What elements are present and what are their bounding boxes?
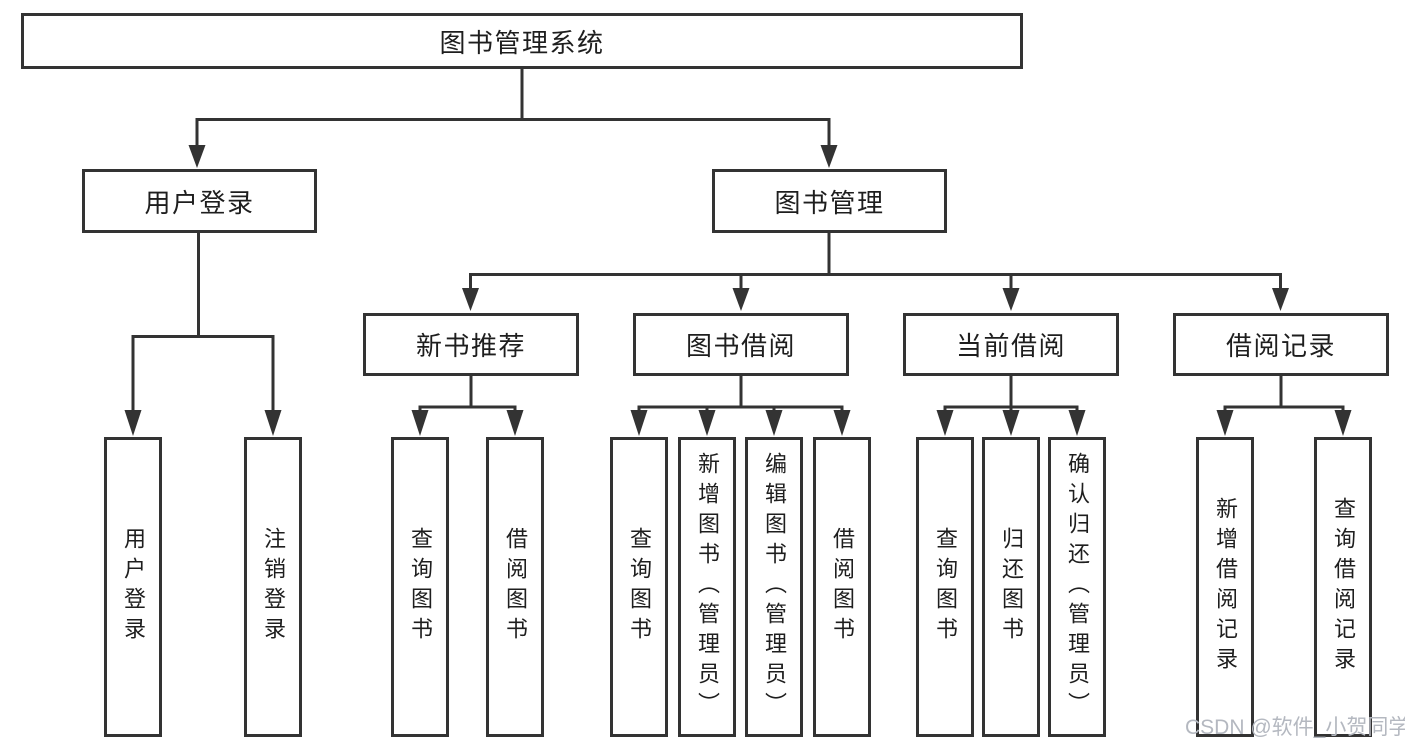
arrow-down-icon: [411, 410, 429, 436]
arrow-down-icon: [765, 410, 783, 436]
node-bb-query-book: 查询图书: [610, 437, 668, 737]
node-bb-edit-book-admin: 编辑图书（管理员）: [745, 437, 803, 737]
node-br-add-record-label: 新增借阅记录: [1213, 497, 1238, 677]
node-new-book-recommend-label: 新书推荐: [415, 331, 526, 361]
connector-root-split: [195, 69, 831, 147]
node-book-management-label: 图书管理: [774, 187, 885, 218]
arrow-down-icon: [1002, 410, 1020, 436]
node-cb-confirm-return-admin: 确认归还（管理员）: [1048, 437, 1106, 737]
node-logout-leaf-label: 注销登录: [261, 527, 286, 647]
node-bb-borrow-book: 借阅图书: [813, 437, 871, 737]
arrow-down-icon: [1334, 410, 1352, 436]
node-nb-borrow-book: 借阅图书: [486, 437, 544, 737]
node-book-borrow: 图书借阅: [633, 313, 849, 376]
node-cb-query-book-label: 查询图书: [933, 527, 958, 647]
node-cb-return-book: 归还图书: [982, 437, 1040, 737]
arrow-down-icon: [506, 410, 524, 436]
node-nb-query-book: 查询图书: [391, 437, 449, 737]
arrow-down-icon: [264, 410, 282, 436]
connector-user-login-split: [131, 233, 275, 413]
arrow-down-icon: [833, 410, 851, 436]
arrow-down-icon: [124, 410, 142, 436]
arrow-down-icon: [732, 288, 750, 311]
node-nb-query-book-label: 查询图书: [408, 527, 433, 647]
connector-borrow-records-split: [1223, 376, 1345, 413]
node-bb-add-book-admin: 新增图书（管理员）: [678, 437, 736, 737]
node-book-management: 图书管理: [712, 169, 947, 233]
node-current-borrow: 当前借阅: [903, 313, 1119, 376]
node-br-query-record-label: 查询借阅记录: [1331, 497, 1356, 677]
node-borrow-records: 借阅记录: [1173, 313, 1389, 376]
node-borrow-records-label: 借阅记录: [1225, 331, 1336, 361]
arrow-down-icon: [1272, 288, 1289, 311]
connector-new-book-split: [418, 376, 517, 413]
connector-lines: [131, 69, 1345, 413]
node-book-borrow-label: 图书借阅: [685, 331, 796, 361]
node-bb-borrow-book-label: 借阅图书: [830, 527, 855, 647]
node-current-borrow-label: 当前借阅: [955, 331, 1066, 361]
arrow-down-icon: [936, 410, 954, 436]
node-logout-leaf: 注销登录: [244, 437, 302, 737]
arrow-down-icon: [630, 410, 648, 436]
arrow-down-icon: [820, 145, 838, 168]
arrow-down-icon: [462, 288, 479, 311]
watermark: CSDN @软件_小贺同学: [1185, 716, 1405, 739]
node-root: 图书管理系统: [21, 13, 1023, 69]
arrow-down-icon: [1002, 288, 1020, 311]
arrow-down-icons: [124, 145, 1352, 436]
node-user-login-leaf-label: 用户登录: [121, 527, 146, 647]
node-bb-query-book-label: 查询图书: [627, 527, 652, 647]
node-new-book-recommend: 新书推荐: [363, 313, 579, 376]
arrow-down-icon: [698, 410, 716, 436]
connector-book-management-split: [469, 233, 1282, 291]
arrow-down-icon: [1216, 410, 1234, 436]
node-bb-add-book-admin-label: 新增图书（管理员）: [695, 452, 720, 722]
node-root-label: 图书管理系统: [439, 27, 605, 58]
node-cb-return-book-label: 归还图书: [999, 527, 1024, 647]
node-user-login: 用户登录: [82, 169, 317, 233]
node-user-login-label: 用户登录: [144, 187, 255, 218]
node-nb-borrow-book-label: 借阅图书: [503, 527, 528, 647]
node-cb-confirm-return-admin-label: 确认归还（管理员）: [1065, 452, 1090, 722]
arrow-down-icon: [188, 145, 206, 168]
connector-book-borrow-split: [637, 376, 844, 413]
node-user-login-leaf: 用户登录: [104, 437, 162, 737]
node-br-query-record: 查询借阅记录: [1314, 437, 1372, 737]
node-cb-query-book: 查询图书: [916, 437, 974, 737]
node-br-add-record: 新增借阅记录: [1196, 437, 1254, 737]
connector-current-borrow-split: [943, 376, 1079, 413]
arrow-down-icon: [1068, 410, 1086, 436]
node-bb-edit-book-admin-label: 编辑图书（管理员）: [762, 452, 787, 722]
